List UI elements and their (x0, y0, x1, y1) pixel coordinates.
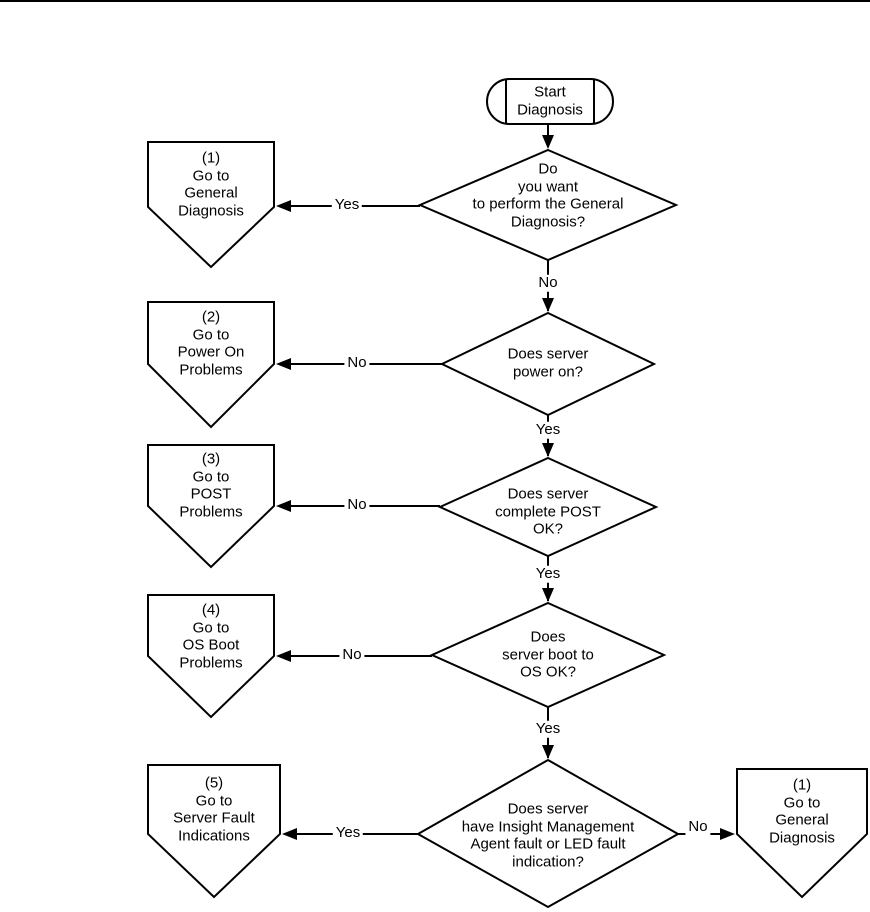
decision-post-shape (437, 456, 659, 558)
edge-label-d3-no: No (344, 496, 370, 514)
offpage-os-boot-problems-label: (4) Go to OS Boot Problems (179, 601, 243, 672)
offpage-general-diagnosis-left-shape (147, 141, 275, 269)
offpage-server-fault-indications-label: (5) Go to Server Fault Indications (173, 774, 255, 845)
offpage-server-fault-indications-shape (147, 764, 281, 899)
arrowhead-d1-no (542, 298, 554, 312)
arrowhead-d5-no (720, 828, 735, 840)
offpage-general-diagnosis-left-label: (1) Go to General Diagnosis (178, 149, 244, 220)
decision-os-boot-shape (429, 601, 667, 709)
arrowhead-start-to-d1 (542, 135, 554, 149)
arrowhead-d2-no (276, 358, 291, 370)
decision-fault-indication-label: Does server have Insight Management Agen… (461, 800, 635, 871)
edge-label-d3-yes: Yes (532, 565, 564, 583)
edge-label-d5-yes: Yes (332, 824, 364, 842)
arrowhead-d3-no (276, 500, 291, 512)
arrowhead-d4-no (276, 650, 291, 662)
edge-label-d4-yes: Yes (532, 720, 564, 738)
decision-fault-indication-shape (415, 758, 681, 909)
arrowhead-d2-yes (542, 443, 554, 457)
decision-power-on-label: Does server power on? (507, 345, 589, 380)
arrowhead-d1-yes (276, 200, 291, 212)
offpage-general-diagnosis-right-shape (736, 768, 868, 899)
edge-label-d2-no: No (344, 354, 370, 372)
decision-power-on-shape (439, 311, 657, 417)
decision-general-diagnosis-shape (417, 148, 679, 262)
edge-label-d1-no: No (535, 274, 561, 292)
decision-general-diagnosis-label: Do you want to perform the General Diagn… (472, 160, 624, 231)
arrowhead-d5-yes (282, 828, 297, 840)
top-rule (0, 0, 870, 2)
offpage-general-diagnosis-right-label: (1) Go to General Diagnosis (769, 776, 835, 847)
decision-post-label: Does server complete POST OK? (495, 485, 601, 538)
decision-os-boot-label: Does server boot to OS OK? (502, 628, 594, 681)
offpage-os-boot-problems-shape (147, 594, 275, 719)
offpage-post-problems-label: (3) Go to POST Problems (179, 450, 243, 521)
edge-label-d2-yes: Yes (532, 421, 564, 439)
arrowhead-d4-yes (542, 745, 554, 759)
offpage-power-on-problems-label: (2) Go to Power On Problems (177, 308, 245, 379)
offpage-power-on-problems-shape (147, 301, 275, 429)
start-terminator-shape (486, 78, 614, 125)
edge-label-d1-yes: Yes (331, 196, 363, 214)
edge-label-d5-no: No (685, 818, 711, 836)
offpage-post-problems-shape (147, 444, 275, 569)
arrowhead-d3-yes (542, 588, 554, 602)
start-terminator-label: Start Diagnosis (517, 83, 583, 118)
edge-label-d4-no: No (339, 646, 365, 664)
